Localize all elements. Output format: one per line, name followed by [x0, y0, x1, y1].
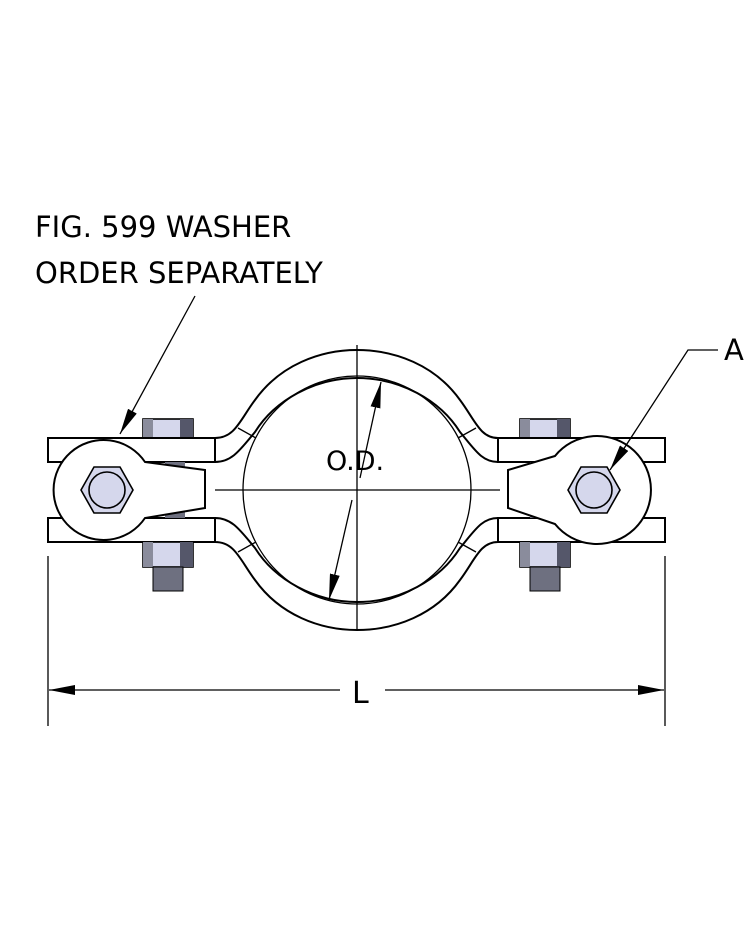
callout-leader: [119, 295, 196, 435]
callout-line-2: ORDER SEPARATELY: [35, 256, 323, 290]
bolt-thread: [152, 566, 184, 592]
right-bolt-assembly: [497, 418, 666, 592]
od-label: O.D.: [326, 446, 384, 477]
callout-line-1: FIG. 599 WASHER: [35, 210, 291, 244]
length-label: L: [352, 676, 369, 711]
left-bolt-assembly: [47, 418, 216, 592]
a-leader: [609, 349, 718, 471]
a-label: A: [724, 333, 744, 367]
